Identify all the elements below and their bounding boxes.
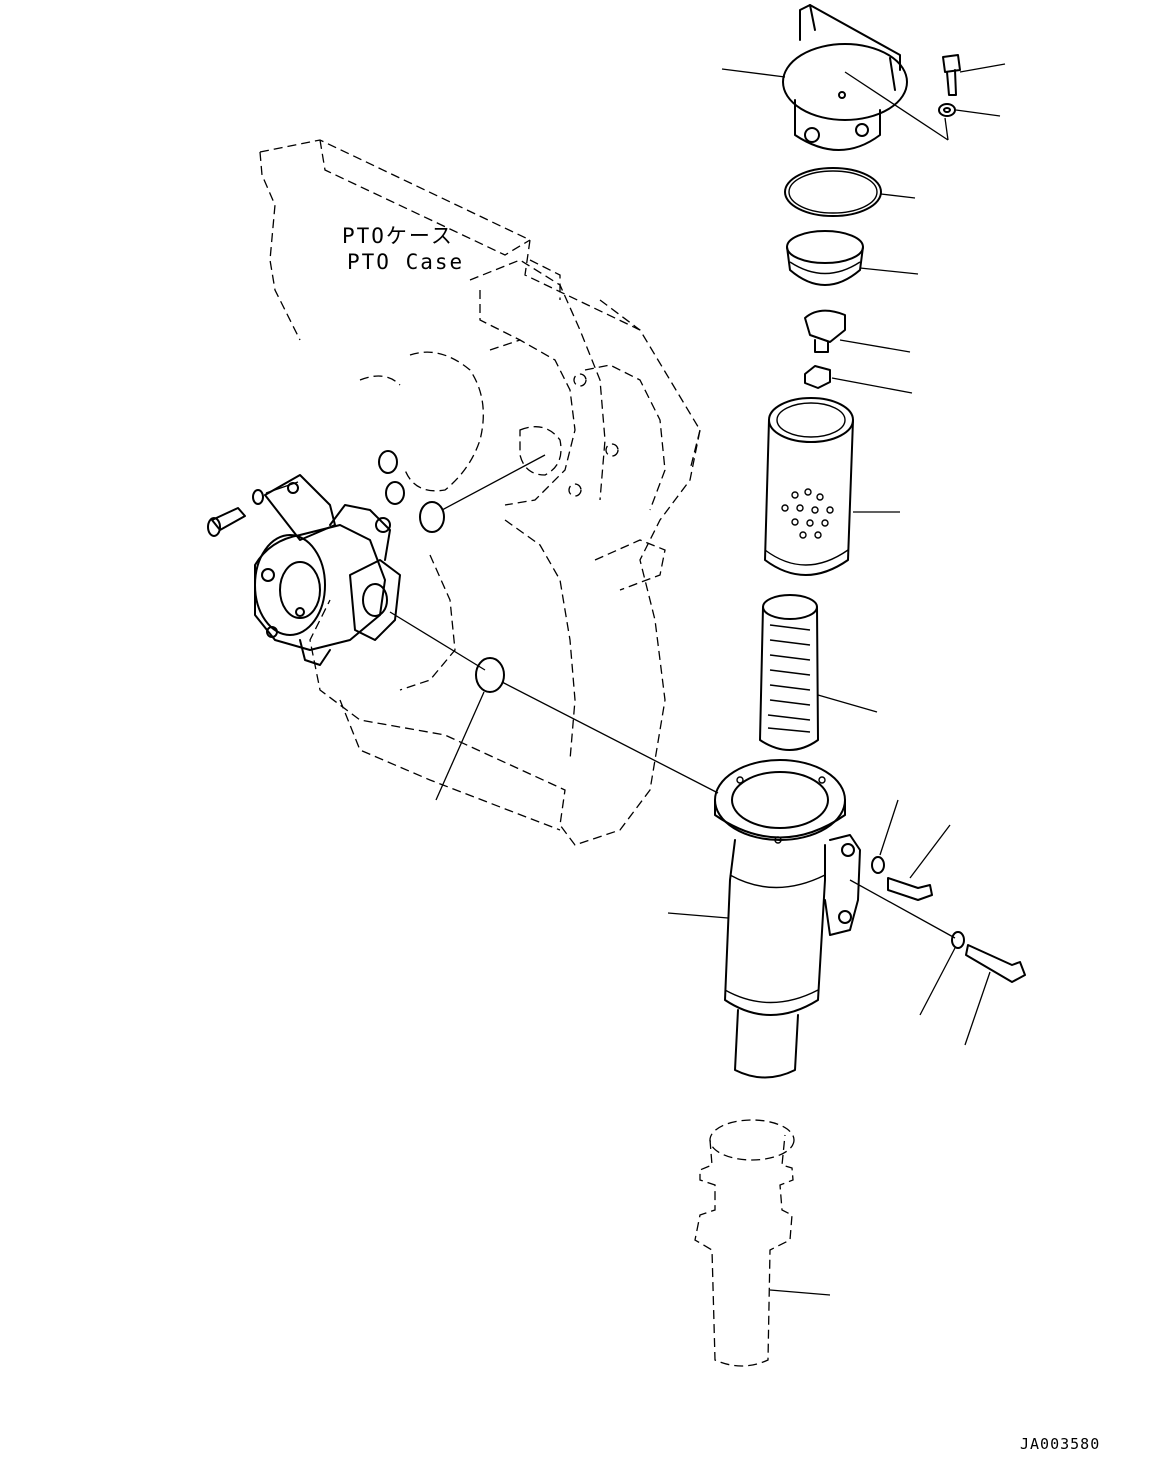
pto-case-label: PTOケース PTO Case [342, 224, 464, 274]
filter-element-outer [764, 397, 900, 576]
pto-case-outline [259, 139, 701, 846]
valve-nut [804, 365, 913, 394]
filter-cap [721, 4, 949, 151]
housing-bolts [871, 799, 1026, 1046]
filter-perforations [781, 488, 834, 539]
filter-spring [786, 230, 919, 286]
case-o-rings [378, 450, 546, 533]
cap-bolt [938, 54, 1006, 141]
filter-strainer [759, 594, 878, 751]
suction-pipe [694, 1119, 831, 1367]
cap-o-ring [784, 167, 916, 217]
pto-case-label-en: PTO Case [347, 250, 464, 274]
valve-plug [804, 309, 911, 353]
drawing-code: JA003580 [1020, 1435, 1100, 1453]
pto-case-label-jp: PTOケース [342, 224, 454, 248]
pump-bolt [207, 481, 299, 537]
pump-assembly [254, 474, 486, 671]
pump-o-ring [435, 657, 719, 801]
filter-housing [667, 759, 956, 1079]
